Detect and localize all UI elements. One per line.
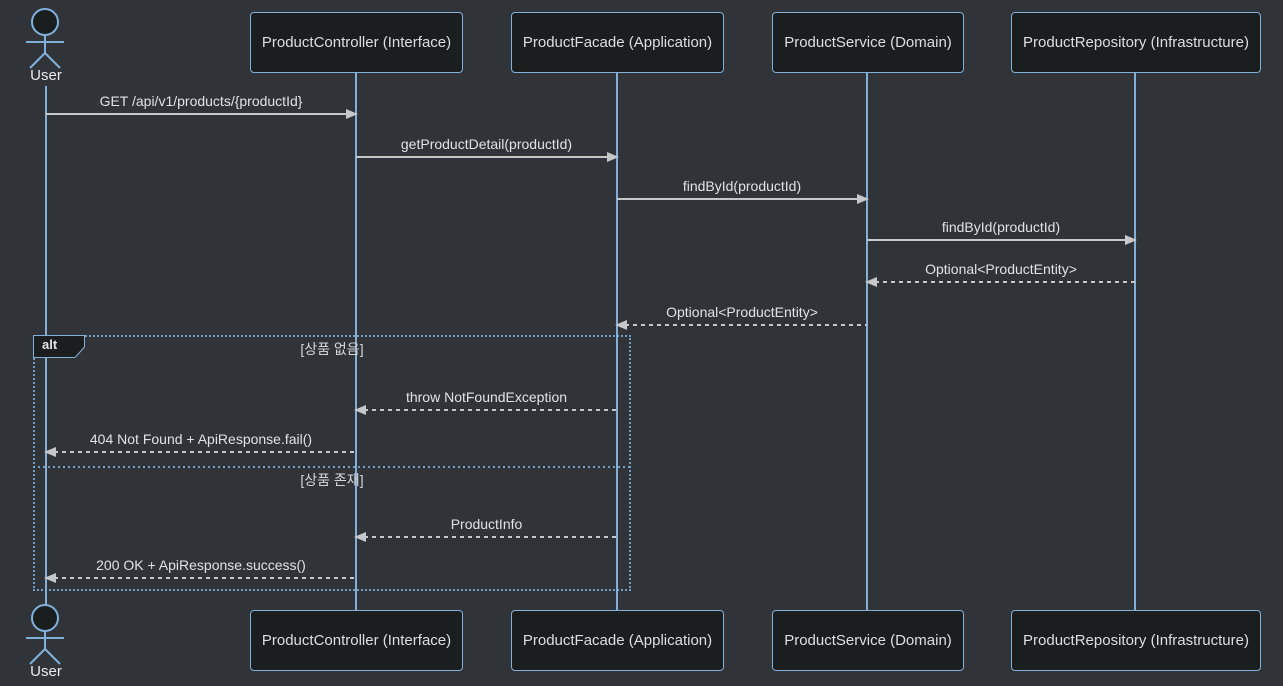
message-label: getProductDetail(productId) xyxy=(400,136,573,152)
participant-label: ProductFacade (Application) xyxy=(522,632,713,649)
message-return-optional-entity-1: Optional<ProductEntity> xyxy=(865,260,1135,287)
message-line xyxy=(356,156,617,158)
actor-user-label-bottom: User xyxy=(30,663,62,680)
participant-product-facade-top: ProductFacade (Application) xyxy=(511,12,724,73)
alt-pentagon-icon xyxy=(33,335,85,358)
message-line xyxy=(46,451,356,453)
message-line xyxy=(356,536,617,538)
alt-keyword-box: alt xyxy=(33,335,85,358)
participant-label: ProductService (Domain) xyxy=(784,632,952,649)
arrowhead-left-icon xyxy=(865,277,877,287)
message-label: Optional<ProductEntity> xyxy=(925,261,1077,277)
actor-user-label-top: User xyxy=(30,67,62,84)
stick-figure-icon xyxy=(26,604,64,665)
arrowhead-right-icon xyxy=(857,194,869,204)
message-line xyxy=(617,198,867,200)
actor-user-top xyxy=(26,8,66,75)
participant-product-repository-top: ProductRepository (Infrastructure) xyxy=(1011,12,1261,73)
message-label: findById(productId) xyxy=(941,219,1061,235)
alt-condition-1: [상품 없음] xyxy=(300,341,364,357)
message-line xyxy=(46,577,356,579)
lifeline-product-controller xyxy=(355,71,357,610)
alt-keyword: alt xyxy=(42,337,58,352)
actor-user-bottom xyxy=(26,604,66,671)
message-line xyxy=(356,409,617,411)
participant-label: ProductFacade (Application) xyxy=(522,34,713,51)
participant-product-repository-bottom: ProductRepository (Infrastructure) xyxy=(1011,610,1261,671)
arrowhead-left-icon xyxy=(354,405,366,415)
arrowhead-left-icon xyxy=(44,573,56,583)
message-line xyxy=(867,239,1135,241)
message-line xyxy=(46,113,356,115)
message-label: throw NotFoundException xyxy=(405,389,568,405)
alt-condition-2: [상품 존재] xyxy=(300,472,364,488)
arrowhead-left-icon xyxy=(354,532,366,542)
participant-product-service-bottom: ProductService (Domain) xyxy=(772,610,964,671)
participant-label: ProductController (Interface) xyxy=(261,632,452,649)
arrowhead-right-icon xyxy=(1125,235,1137,245)
message-line xyxy=(617,324,867,326)
message-line xyxy=(867,281,1135,283)
arrowhead-right-icon xyxy=(607,152,619,162)
lifeline-product-service xyxy=(866,71,868,610)
message-200-response: 200 OK + ApiResponse.success() xyxy=(44,556,356,583)
alt-else-divider xyxy=(33,466,631,468)
message-return-product-info: ProductInfo xyxy=(354,515,617,542)
participant-product-facade-bottom: ProductFacade (Application) xyxy=(511,610,724,671)
participant-product-controller-top: ProductController (Interface) xyxy=(250,12,463,73)
arrowhead-left-icon xyxy=(615,320,627,330)
message-return-optional-entity-2: Optional<ProductEntity> xyxy=(615,303,867,330)
lifeline-product-repository xyxy=(1134,71,1136,610)
message-label: ProductInfo xyxy=(450,516,523,532)
message-label: 200 OK + ApiResponse.success() xyxy=(96,557,306,573)
message-throw-not-found: throw NotFoundException xyxy=(354,388,617,415)
arrowhead-right-icon xyxy=(346,109,358,119)
participant-label: ProductRepository (Infrastructure) xyxy=(1023,34,1249,51)
lifeline-product-facade xyxy=(616,71,618,610)
alt-frame xyxy=(33,335,631,591)
message-find-by-id-repository: findById(productId) xyxy=(867,218,1137,245)
participant-label: ProductRepository (Infrastructure) xyxy=(1023,632,1249,649)
arrowhead-left-icon xyxy=(44,447,56,457)
message-get-products: GET /api/v1/products/{productId} xyxy=(46,92,358,119)
participant-product-controller-bottom: ProductController (Interface) xyxy=(250,610,463,671)
message-label: 404 Not Found + ApiResponse.fail() xyxy=(89,431,313,447)
stick-figure-icon xyxy=(26,8,64,69)
message-find-by-id-service: findById(productId) xyxy=(617,177,869,204)
message-404-response: 404 Not Found + ApiResponse.fail() xyxy=(44,430,356,457)
message-label: Optional<ProductEntity> xyxy=(666,304,818,320)
participant-product-service-top: ProductService (Domain) xyxy=(772,12,964,73)
participant-label: ProductService (Domain) xyxy=(784,34,952,51)
message-label: GET /api/v1/products/{productId} xyxy=(99,93,303,109)
message-get-product-detail: getProductDetail(productId) xyxy=(356,135,619,162)
participant-label: ProductController (Interface) xyxy=(261,34,452,51)
message-label: findById(productId) xyxy=(682,178,802,194)
